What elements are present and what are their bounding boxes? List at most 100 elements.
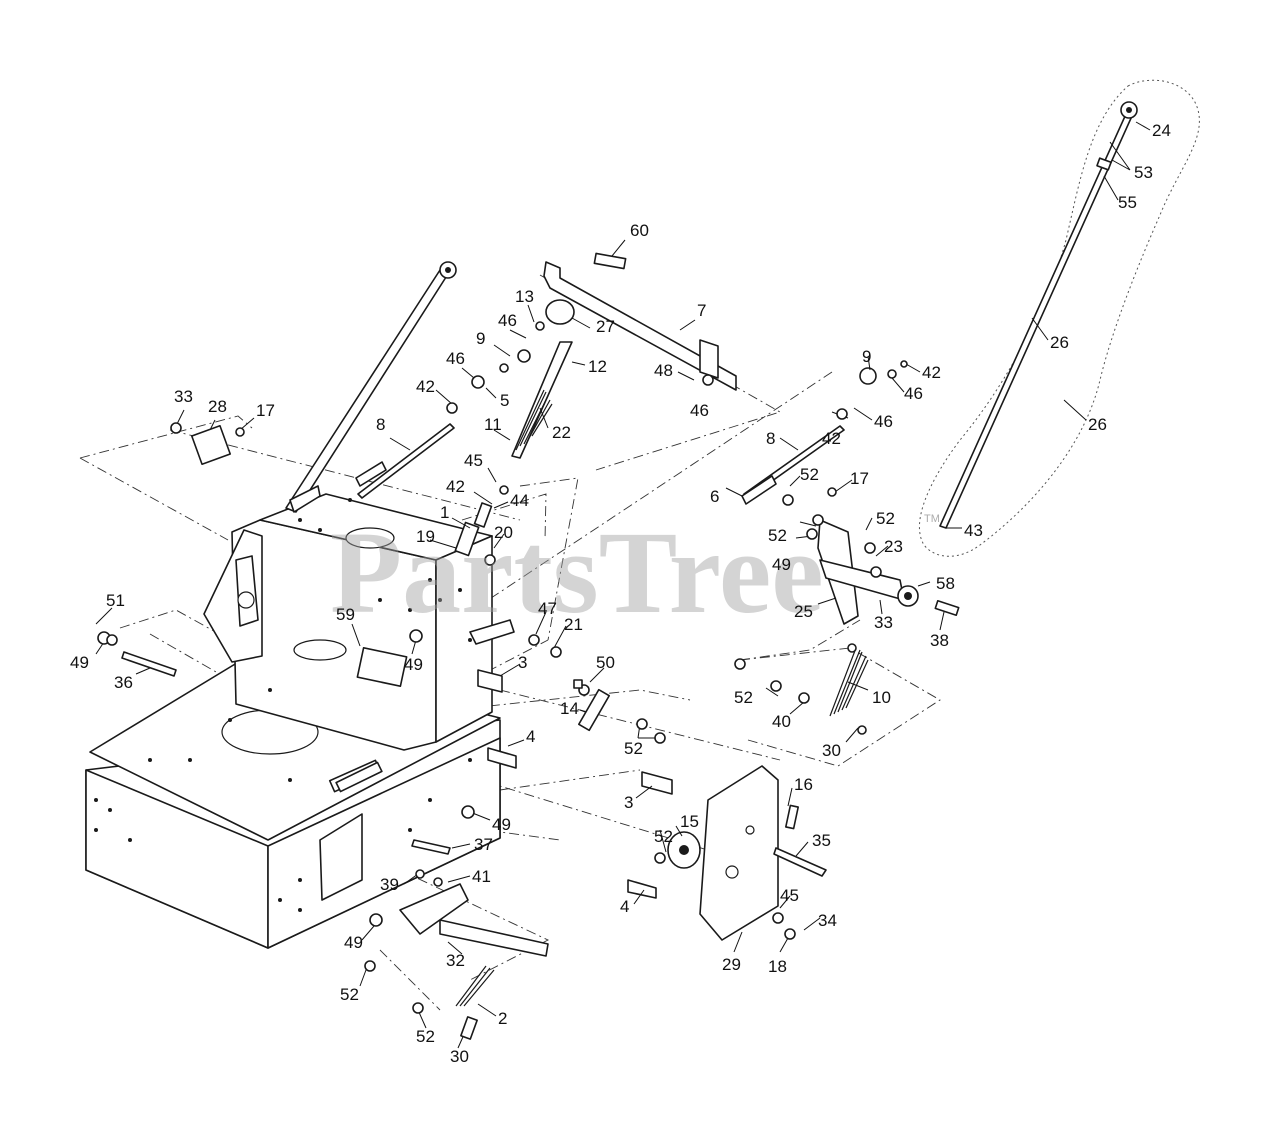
watermark: PartsTree TM bbox=[330, 507, 940, 638]
callout-12: 12 bbox=[588, 357, 607, 376]
callout-43: 43 bbox=[964, 521, 983, 540]
callout-48: 48 bbox=[654, 361, 673, 380]
callout-52: 52 bbox=[876, 509, 895, 528]
callout-32: 32 bbox=[446, 951, 465, 970]
callout-44: 44 bbox=[510, 491, 529, 510]
callout-5: 5 bbox=[500, 391, 509, 410]
callout-26: 26 bbox=[1088, 415, 1107, 434]
callout-46: 46 bbox=[446, 349, 465, 368]
callout-52: 52 bbox=[768, 526, 787, 545]
callout-9: 9 bbox=[476, 329, 485, 348]
hardware-nuts-washers bbox=[97, 321, 908, 1040]
callout-39: 39 bbox=[380, 875, 399, 894]
watermark-text: PartsTree bbox=[330, 507, 824, 638]
callout-52: 52 bbox=[734, 688, 753, 707]
callout-40: 40 bbox=[772, 712, 791, 731]
callout-9: 9 bbox=[862, 347, 871, 366]
callout-45: 45 bbox=[464, 451, 483, 470]
callout-28: 28 bbox=[208, 397, 227, 416]
callout-46: 46 bbox=[498, 311, 517, 330]
callout-20: 20 bbox=[494, 523, 513, 542]
callout-36: 36 bbox=[114, 673, 133, 692]
brake-lever-32 bbox=[399, 883, 549, 1007]
callout-34: 34 bbox=[818, 911, 837, 930]
callout-51: 51 bbox=[106, 591, 125, 610]
callout-37: 37 bbox=[474, 835, 493, 854]
callout-18: 18 bbox=[768, 957, 787, 976]
spring-10 bbox=[829, 643, 869, 717]
callout-14: 14 bbox=[560, 699, 579, 718]
callout-23: 23 bbox=[884, 537, 903, 556]
callout-7: 7 bbox=[697, 301, 706, 320]
callout-49: 49 bbox=[772, 555, 791, 574]
callout-49: 49 bbox=[344, 933, 363, 952]
callout-46: 46 bbox=[874, 412, 893, 431]
callout-2: 2 bbox=[498, 1009, 507, 1028]
callout-3: 3 bbox=[624, 793, 633, 812]
callout-42: 42 bbox=[416, 377, 435, 396]
callout-38: 38 bbox=[930, 631, 949, 650]
callout-21: 21 bbox=[564, 615, 583, 634]
callout-35: 35 bbox=[812, 831, 831, 850]
callout-53: 53 bbox=[1134, 163, 1153, 182]
callout-49: 49 bbox=[70, 653, 89, 672]
callout-42: 42 bbox=[446, 477, 465, 496]
callout-1: 1 bbox=[440, 503, 449, 522]
callout-30: 30 bbox=[822, 741, 841, 760]
callout-labels: 60 7 13 46 27 9 12 48 46 46 5 42 33 28 1… bbox=[70, 121, 1171, 1066]
callout-55: 55 bbox=[1118, 193, 1137, 212]
rod-12-spring-22 bbox=[511, 341, 573, 459]
callout-17: 17 bbox=[256, 401, 275, 420]
callout-45: 45 bbox=[780, 886, 799, 905]
bracket-7 bbox=[543, 252, 737, 391]
callout-33: 33 bbox=[874, 613, 893, 632]
control-lever-right bbox=[741, 367, 960, 625]
frame-weldment bbox=[85, 493, 501, 949]
pivot-hardware bbox=[454, 485, 515, 645]
callout-52: 52 bbox=[654, 827, 673, 846]
callout-25: 25 bbox=[794, 602, 813, 621]
callout-41: 41 bbox=[472, 867, 491, 886]
callout-16: 16 bbox=[794, 775, 813, 794]
callout-60: 60 bbox=[630, 221, 649, 240]
callout-4: 4 bbox=[620, 897, 629, 916]
callout-13: 13 bbox=[515, 287, 534, 306]
lift-assist-rod bbox=[939, 101, 1138, 529]
bolts bbox=[121, 651, 827, 877]
callout-52: 52 bbox=[800, 465, 819, 484]
callout-30: 30 bbox=[450, 1047, 469, 1066]
callout-11: 11 bbox=[484, 415, 502, 434]
control-lever-left bbox=[285, 261, 457, 513]
callout-52: 52 bbox=[340, 985, 359, 1004]
callout-49: 49 bbox=[492, 815, 511, 834]
callout-52: 52 bbox=[416, 1027, 435, 1046]
callout-8: 8 bbox=[766, 429, 775, 448]
rod-8-left bbox=[355, 423, 455, 499]
callout-8: 8 bbox=[376, 415, 385, 434]
callout-19: 19 bbox=[416, 527, 435, 546]
side-plate-29 bbox=[667, 765, 779, 941]
callout-42: 42 bbox=[822, 429, 841, 448]
callout-29: 29 bbox=[722, 955, 741, 974]
watermark-trademark: TM bbox=[924, 513, 940, 525]
callout-47: 47 bbox=[538, 599, 557, 618]
callout-15: 15 bbox=[680, 812, 699, 831]
callout-50: 50 bbox=[596, 653, 615, 672]
callout-33: 33 bbox=[174, 387, 193, 406]
leader-lines bbox=[95, 121, 1151, 1049]
callout-22: 22 bbox=[552, 423, 571, 442]
callout-58: 58 bbox=[936, 574, 955, 593]
callout-46: 46 bbox=[690, 401, 709, 420]
callout-49: 49 bbox=[404, 655, 423, 674]
callout-17: 17 bbox=[850, 469, 869, 488]
callout-27: 27 bbox=[596, 317, 615, 336]
callout-4: 4 bbox=[526, 727, 535, 746]
callout-3: 3 bbox=[518, 653, 527, 672]
shafts bbox=[477, 669, 673, 899]
callout-52: 52 bbox=[624, 739, 643, 758]
callout-6: 6 bbox=[710, 487, 719, 506]
callout-10: 10 bbox=[872, 688, 891, 707]
callout-24: 24 bbox=[1152, 121, 1171, 140]
callout-46: 46 bbox=[904, 384, 923, 403]
